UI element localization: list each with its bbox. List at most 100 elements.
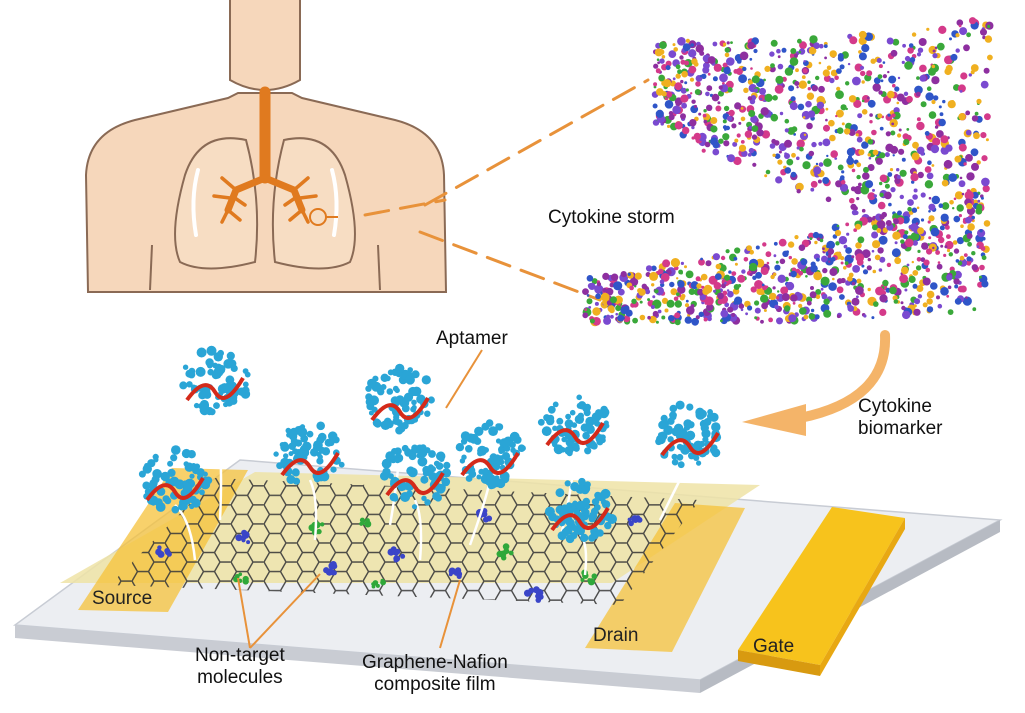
cytokine-particle xyxy=(837,53,844,59)
cytokine-particle xyxy=(809,237,813,241)
cytokine-particle xyxy=(827,254,832,258)
molecule-bead xyxy=(585,424,595,434)
cytokine-particle xyxy=(682,43,691,52)
molecule-bead xyxy=(660,414,668,422)
molecule-bead xyxy=(338,461,345,468)
cytokine-particle xyxy=(952,240,958,245)
cytokine-particle xyxy=(807,110,816,118)
cytokine-particle xyxy=(811,85,818,92)
cytokine-particle xyxy=(722,290,728,296)
cytokine-particle xyxy=(917,294,923,299)
nontarget-leader-1 xyxy=(237,577,251,649)
aptamer-label: Aptamer xyxy=(436,328,508,349)
cytokine-particle xyxy=(693,104,698,109)
cytokine-particle xyxy=(718,90,724,97)
cytokine-particle xyxy=(748,125,753,130)
cytokine-particle xyxy=(889,168,894,172)
cytokine-particle xyxy=(892,38,900,46)
molecule-bead xyxy=(511,434,519,442)
nontarget-molecule-blue xyxy=(235,529,251,545)
cytokine-particle xyxy=(789,57,799,66)
molecule-bead xyxy=(604,521,612,530)
cytokine-particle xyxy=(890,130,896,136)
cytokine-particle xyxy=(779,258,786,265)
cytokine-particle xyxy=(761,302,768,310)
molecule-bead xyxy=(241,534,247,540)
molecule-bead xyxy=(565,413,571,420)
cytokine-particle xyxy=(845,81,850,86)
cytokine-particle xyxy=(668,50,677,58)
molecule-bead xyxy=(294,439,303,447)
cytokine-particle xyxy=(672,77,676,81)
cytokine-particle xyxy=(726,289,730,292)
cytokine-particle xyxy=(965,154,973,162)
cytokine-particle xyxy=(843,128,851,135)
cytokine-particle xyxy=(674,121,683,130)
cytokine-particle xyxy=(889,286,897,295)
molecule-bead xyxy=(380,420,391,431)
cytokine-particle xyxy=(835,90,844,99)
cytokine-particle xyxy=(760,294,769,303)
molecule-bead xyxy=(235,534,243,542)
cytokine-particle xyxy=(749,249,754,255)
cytokine-particle xyxy=(906,95,913,103)
molecule-bead xyxy=(587,578,596,586)
cytokine-particle xyxy=(765,169,771,175)
cytokine-particle xyxy=(836,314,841,319)
molecule-bead xyxy=(601,500,611,509)
cytokine-particle xyxy=(906,127,910,131)
cytokine-biomarker-line2: biomarker xyxy=(858,417,943,439)
cytokine-particle xyxy=(931,164,935,167)
cytokine-particle xyxy=(777,274,786,283)
molecule-bead xyxy=(377,388,385,396)
molecule-bead xyxy=(584,447,592,455)
molecule-bead xyxy=(318,446,326,454)
cytokine-particle xyxy=(926,27,930,31)
cytokine-particle xyxy=(724,47,730,53)
cytokine-particle xyxy=(823,44,828,48)
cytokine-storm-cloud xyxy=(582,17,994,327)
nontarget-molecule-green xyxy=(371,578,386,589)
molecule-bead xyxy=(187,450,196,459)
cytokine-particle xyxy=(784,67,794,76)
molecule-bead xyxy=(593,504,601,511)
cytokine-particle xyxy=(724,281,727,285)
cytokine-particle xyxy=(863,166,869,173)
cytokine-particle xyxy=(851,168,856,173)
cytokine-particle xyxy=(806,122,813,130)
cytokine-particle xyxy=(954,155,962,163)
cytokine-particle xyxy=(866,70,873,77)
cytokine-particle xyxy=(873,194,877,198)
cytokine-particle xyxy=(690,304,695,309)
cytokine-particle xyxy=(971,162,979,171)
cytokine-particle xyxy=(740,140,745,144)
cytokine-particle xyxy=(745,312,748,316)
cytokine-particle xyxy=(861,99,865,103)
cytokine-particle xyxy=(869,120,873,124)
cytokine-particle xyxy=(903,138,910,146)
cytokine-particle xyxy=(886,262,892,268)
cytokine-particle xyxy=(865,180,874,189)
cytokine-particle xyxy=(835,114,838,118)
molecule-bead xyxy=(225,382,234,391)
cytokine-particle xyxy=(761,283,765,287)
cytokine-particle xyxy=(659,58,665,64)
cytokine-particle xyxy=(695,81,701,87)
cytokine-particle xyxy=(755,245,760,250)
cytokine-particle xyxy=(963,44,970,52)
cytokine-particle xyxy=(653,85,657,89)
cytokine-particle xyxy=(822,138,831,147)
cytokine-particle xyxy=(674,319,681,326)
cytokine-particle xyxy=(878,90,883,95)
cytokine-particle xyxy=(966,32,971,38)
cytokine-particle xyxy=(858,52,867,61)
cytokine-particle xyxy=(751,134,758,140)
cytokine-particle xyxy=(685,38,691,43)
cytokine-particle xyxy=(591,278,598,285)
cytokine-particle xyxy=(681,293,686,299)
molecule-bead xyxy=(182,364,189,370)
cytokine-particle xyxy=(871,129,877,136)
molecule-bead xyxy=(219,365,226,372)
cytokine-particle xyxy=(941,202,950,210)
molecule-bead xyxy=(461,454,467,460)
